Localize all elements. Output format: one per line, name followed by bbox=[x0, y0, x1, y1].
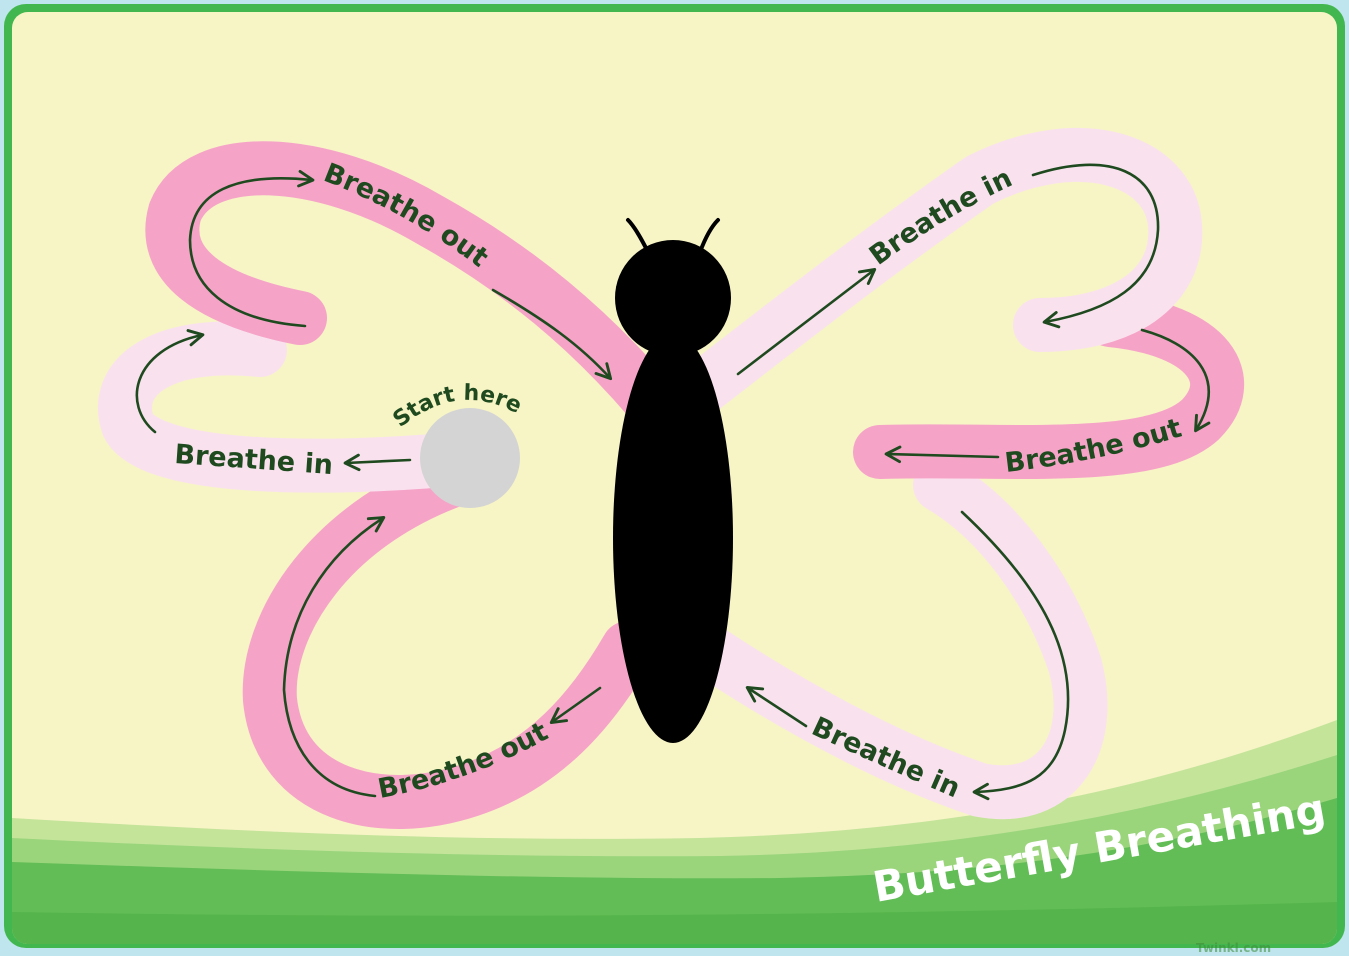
butterfly-abdomen bbox=[613, 333, 733, 743]
start-circle bbox=[420, 408, 520, 508]
watermark: Twinkl.com bbox=[1196, 941, 1271, 952]
butterfly-body bbox=[613, 220, 733, 743]
